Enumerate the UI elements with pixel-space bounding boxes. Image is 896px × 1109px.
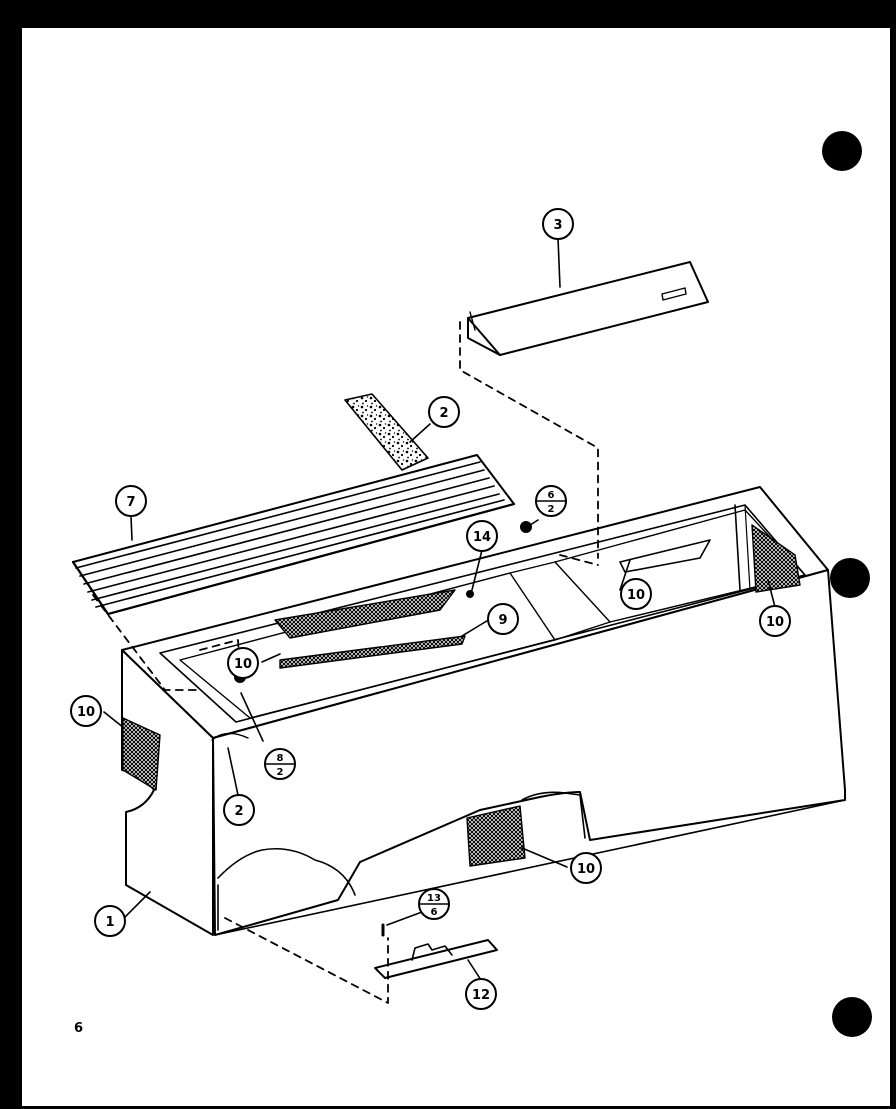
fraction-top-denominator: 2: [548, 504, 555, 515]
callout-2-side: 2: [234, 804, 243, 819]
fraction-bottom-denominator: 6: [431, 907, 438, 918]
callout-10-front: 10: [577, 862, 595, 877]
callout-2-strip: 2: [439, 406, 448, 421]
callout-10-top-right: 10: [627, 588, 645, 603]
cover-part-3: [467, 261, 709, 356]
callout-10-left-side: 10: [77, 705, 95, 720]
binder-hole-middle: [830, 558, 870, 598]
fraction-side-numerator: 8: [277, 753, 284, 764]
screw-top: [520, 521, 532, 533]
grille-corner: [751, 524, 801, 593]
grille-top-right: [619, 539, 711, 573]
callout-9: 9: [498, 613, 507, 628]
screw-14: [466, 590, 474, 598]
fraction-top-numerator: 6: [548, 490, 555, 501]
callout-14: 14: [473, 530, 491, 545]
fraction-bars: [264, 500, 567, 905]
foam-strip-part-2: [344, 393, 429, 471]
callout-10-top-left: 10: [234, 657, 252, 672]
grille-top-left: [274, 589, 456, 639]
callout-10-corner: 10: [766, 615, 784, 630]
exploded-parts-diagram: 3 2 7 14 9 10 10 10 10 2 10 1 12 6 2 8 2…: [70, 131, 872, 1037]
fraction-bottom-numerator: 13: [427, 893, 441, 904]
louver-panel-part-7: [71, 454, 516, 616]
callout-12: 12: [472, 988, 490, 1003]
page-number: 6: [74, 1021, 84, 1036]
fraction-side-denominator: 2: [277, 767, 284, 778]
binder-hole-bottom: [832, 997, 872, 1037]
bracket-part-12: [374, 939, 498, 979]
cabinet-part-1: [121, 486, 846, 936]
channel-part-9: [279, 635, 466, 669]
callout-3: 3: [553, 218, 562, 233]
binder-hole-top: [822, 131, 862, 171]
callout-circles: [70, 208, 791, 1010]
assembly-lines: [92, 321, 599, 1004]
callout-1: 1: [105, 915, 114, 930]
callout-7: 7: [126, 495, 135, 510]
grille-left-side: [122, 717, 161, 791]
grille-front: [466, 805, 526, 867]
leader-lines: [103, 237, 776, 981]
diagram-sheet: 3 2 7 14 9 10 10 10 10 2 10 1 12 6 2 8 2…: [22, 28, 890, 1106]
